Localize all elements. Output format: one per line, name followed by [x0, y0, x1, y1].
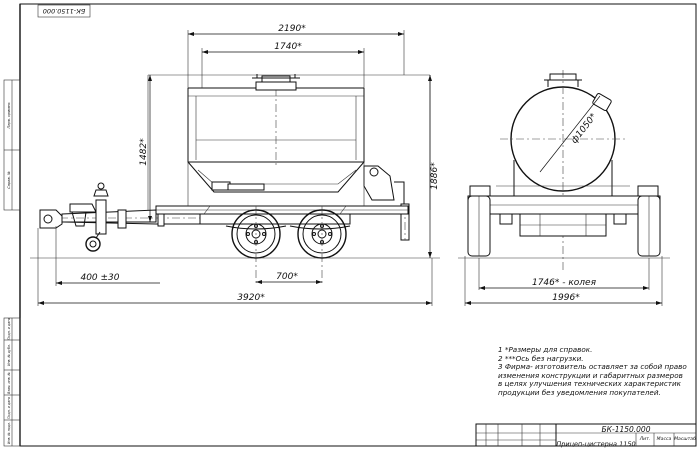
title-col-lit: Лит.: [639, 436, 651, 442]
side-view: 2190* 1740* 1482* 1886* 700* 400 ±30 392…: [30, 24, 440, 306]
dim-overall-width: 1996*: [552, 293, 580, 303]
dim-overall-height: 1886*: [430, 162, 440, 190]
dim-inner-length: 1740*: [274, 42, 302, 52]
margin-label-7: Инв. № подл.: [7, 422, 11, 444]
dim-track: 1746* - колея: [532, 278, 597, 288]
dim-height-tank: 1482*: [139, 138, 149, 166]
drawing-notes: 1 *Размеры для справок. 2 ***Ось без наг…: [498, 345, 688, 398]
note-2: 2 ***Ось без нагрузки.: [498, 353, 584, 363]
sheet-code-top: БК-1150.000: [43, 7, 85, 15]
dim-overall-length: 3920*: [237, 293, 265, 303]
margin-label-4: Инв. № дубл.: [7, 344, 11, 366]
rear-view: ф1050* 1746* - колея 1996*: [458, 70, 670, 306]
margin-label-6: Подп. и дата: [7, 397, 11, 419]
margin-label-1: Перв. примен.: [7, 102, 11, 129]
dim-wheelbase: 700*: [276, 272, 298, 282]
margin-label-5: Взам. инв. №: [7, 372, 11, 394]
note-1: 1 *Размеры для справок.: [498, 345, 593, 354]
margin-label-3: Подп. и дата: [7, 318, 11, 340]
title-col-scale: Масштаб: [674, 436, 696, 442]
margin-label-2: Справ. №: [7, 171, 11, 189]
title-block: БК-1150.000 Прицеп-цистерна 1150 Лит. Ма…: [475, 423, 697, 448]
title-designation: БК-1150.000: [602, 425, 651, 434]
note-3: 3 Фирма- изготовитель оставляет за собой…: [498, 362, 687, 397]
dim-hitch-height: 400 ±30: [80, 273, 119, 283]
title-name: Прицеп-цистерна 1150: [556, 440, 635, 448]
left-margin-strips: Перв. примен. Справ. № Подп. и дата Инв.…: [3, 79, 21, 447]
top-code-box: [37, 4, 91, 18]
dim-tank-length: 2190*: [278, 24, 306, 34]
title-col-mass: Масса: [657, 436, 672, 442]
